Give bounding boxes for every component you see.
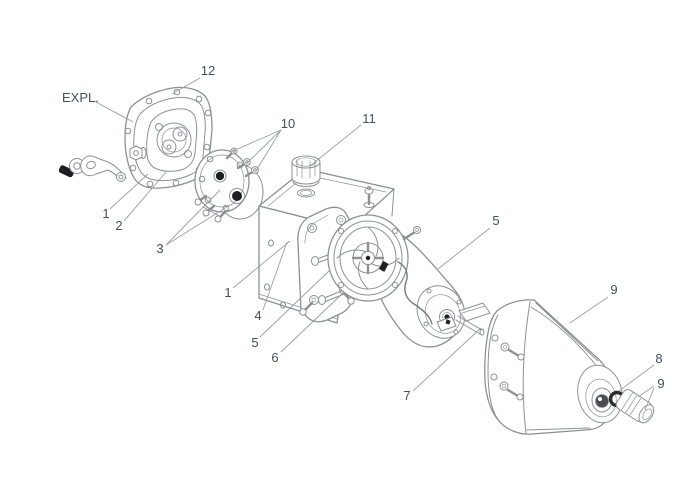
part-motor-cover [484,299,623,435]
callout-6: 6 [271,350,278,365]
callout-1-upper: 1 [102,206,109,221]
callout-11: 11 [362,111,376,126]
callout-12: 12 [201,63,215,78]
callout-9-gland: 9 [657,376,664,391]
callout-2: 2 [115,218,122,233]
part-motor-front [379,261,485,339]
callout-4: 4 [254,308,261,323]
callout-5-right: 5 [492,213,499,228]
part-shaft-key [458,302,491,322]
part-lever-and-bolt [58,155,127,182]
figure-label: EXPL. [62,90,99,105]
part-filler-cap [291,155,321,187]
callout-8: 8 [655,351,662,366]
callout-3: 3 [156,241,163,256]
callout-7: 7 [403,388,410,403]
callout-10: 10 [281,116,295,131]
part-cable-gland [615,389,655,424]
callout-labels: EXPL. 12 10 11 1 2 3 1 4 5 6 5 7 9 8 9 [62,63,665,403]
part-motor-flange [297,186,421,323]
leader-lines [93,77,655,411]
part-pump-disc [194,147,264,223]
callout-5-left: 5 [251,335,258,350]
callout-1-mid: 1 [224,285,231,300]
callout-9-cover: 9 [610,282,617,297]
